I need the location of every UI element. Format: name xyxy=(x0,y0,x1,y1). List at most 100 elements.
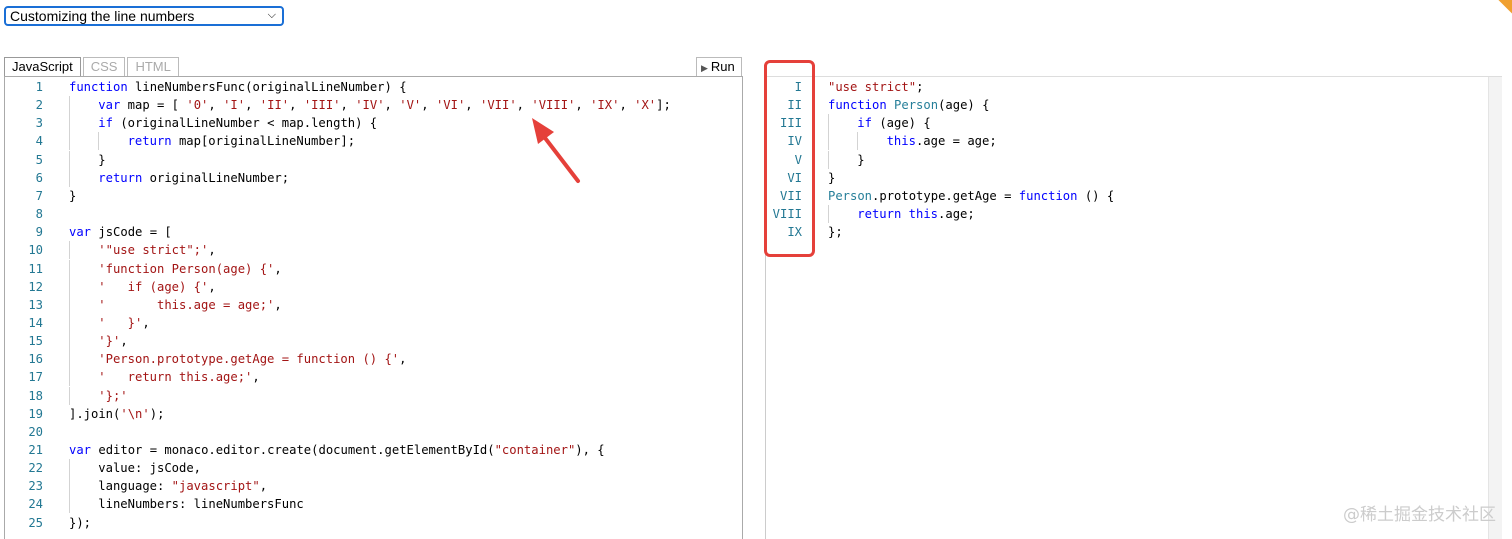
indent-guide xyxy=(69,495,70,514)
code-line: 15'}', xyxy=(5,332,742,351)
indent-guide xyxy=(828,132,829,151)
code-text: if (originalLineNumber < map.length) { xyxy=(98,114,377,132)
code-text: ].join('\n'); xyxy=(69,405,164,423)
indent-guide xyxy=(69,132,70,151)
code-token: , xyxy=(340,98,356,113)
line-number-highlight xyxy=(764,60,815,257)
tab-html[interactable]: HTML xyxy=(127,57,179,77)
line-number: 22 xyxy=(28,461,43,476)
code-token: 'V' xyxy=(399,98,422,113)
code-line: 3 if (originalLineNumber < map.length) { xyxy=(5,114,742,133)
code-token: 'function Person(age) {' xyxy=(98,261,275,276)
tab-javascript[interactable]: JavaScript xyxy=(4,57,81,77)
line-number: 4 xyxy=(35,134,43,149)
code-token: 'Person.prototype.getAge = function () {… xyxy=(98,352,400,367)
code-token: ' this.age = age;' xyxy=(98,297,275,312)
line-number: 19 xyxy=(28,406,43,421)
code-token: return xyxy=(857,207,902,222)
code-token: } xyxy=(828,170,836,185)
indent-guide xyxy=(69,150,70,169)
code-text: var jsCode = [ xyxy=(69,223,172,241)
code-text: } xyxy=(98,151,105,169)
indent-guide xyxy=(69,477,70,496)
code-token: , xyxy=(142,315,150,330)
code-text: '}', xyxy=(98,332,127,350)
code-token: 'IV' xyxy=(355,98,385,113)
line-number: 2 xyxy=(35,98,43,113)
code-token: 'IX' xyxy=(590,98,620,113)
code-line: 25}); xyxy=(5,514,742,532)
line-number: 13 xyxy=(28,297,43,312)
line-number: 20 xyxy=(28,424,43,439)
code-line: III if (age) { xyxy=(766,114,1502,133)
code-line: 12' if (age) {', xyxy=(5,277,742,296)
code-token: () { xyxy=(1077,188,1115,203)
code-token: language: xyxy=(98,479,172,494)
line-number: I xyxy=(794,80,802,94)
code-line: 6 return originalLineNumber; xyxy=(5,168,742,187)
code-token: ' }' xyxy=(98,315,143,330)
code-line: I"use strict"; xyxy=(766,78,1502,96)
line-number: 23 xyxy=(28,479,43,494)
scrollbar[interactable] xyxy=(1488,77,1502,539)
code-text: }; xyxy=(828,223,843,241)
line-number: 3 xyxy=(35,116,43,131)
code-token: return xyxy=(127,134,172,149)
code-text: ' if (age) {', xyxy=(98,278,215,296)
code-text: ' }', xyxy=(98,314,149,332)
code-text: language: "javascript", xyxy=(98,477,267,495)
code-token: '};' xyxy=(98,388,128,403)
code-token: return xyxy=(98,170,143,185)
code-text: '"use strict";', xyxy=(98,241,215,259)
code-token: var xyxy=(69,225,92,240)
code-text: 'function Person(age) {', xyxy=(98,260,281,278)
code-token: '"use strict";' xyxy=(98,243,209,258)
line-number: VI xyxy=(787,170,802,185)
code-line: 17' return this.age;', xyxy=(5,368,742,387)
run-button[interactable]: ▶Run xyxy=(696,57,742,77)
code-token: }; xyxy=(828,225,843,240)
code-token: if xyxy=(857,116,872,131)
line-number: VII xyxy=(779,188,802,203)
code-text: return originalLineNumber; xyxy=(98,169,289,187)
sample-select[interactable]: Customizing the line numbers ⌵ xyxy=(4,6,284,26)
code-text: return map[originalLineNumber]; xyxy=(128,132,355,150)
line-number: 6 xyxy=(35,170,43,185)
code-text: if (age) { xyxy=(857,114,930,132)
indent-guide xyxy=(69,168,70,187)
code-line: 23 language: "javascript", xyxy=(5,477,742,496)
indent-guide xyxy=(69,96,70,115)
code-token: map[originalLineNumber]; xyxy=(171,134,356,149)
line-number: 18 xyxy=(28,388,43,403)
indent-guide xyxy=(69,277,70,296)
run-button-label: Run xyxy=(710,59,735,74)
indent-guide xyxy=(828,150,829,169)
tab-css[interactable]: CSS xyxy=(82,57,126,77)
line-number: III xyxy=(779,116,802,131)
code-token: 'VII' xyxy=(479,98,517,113)
code-token: ' if (age) {' xyxy=(98,279,209,294)
code-token: Person xyxy=(828,188,873,203)
code-text: lineNumbers: lineNumbersFunc xyxy=(98,495,303,513)
code-text: } xyxy=(69,187,76,205)
code-text: ' this.age = age;', xyxy=(98,296,281,314)
code-token: map = [ xyxy=(120,98,187,113)
line-number: 21 xyxy=(28,443,43,457)
code-line: 20 xyxy=(5,423,742,441)
code-line: 7} xyxy=(5,187,742,205)
code-token: (age) { xyxy=(938,98,990,113)
code-token: , xyxy=(274,261,282,276)
code-text: function Person(age) { xyxy=(828,96,989,114)
indent-guide xyxy=(69,350,70,369)
code-token: 'VI' xyxy=(435,98,466,113)
code-token: } xyxy=(857,152,865,167)
code-token: '\n' xyxy=(120,406,150,421)
code-token: .prototype.getAge = xyxy=(872,188,1019,203)
line-number: 5 xyxy=(35,152,43,167)
code-token: 'I' xyxy=(223,98,246,113)
